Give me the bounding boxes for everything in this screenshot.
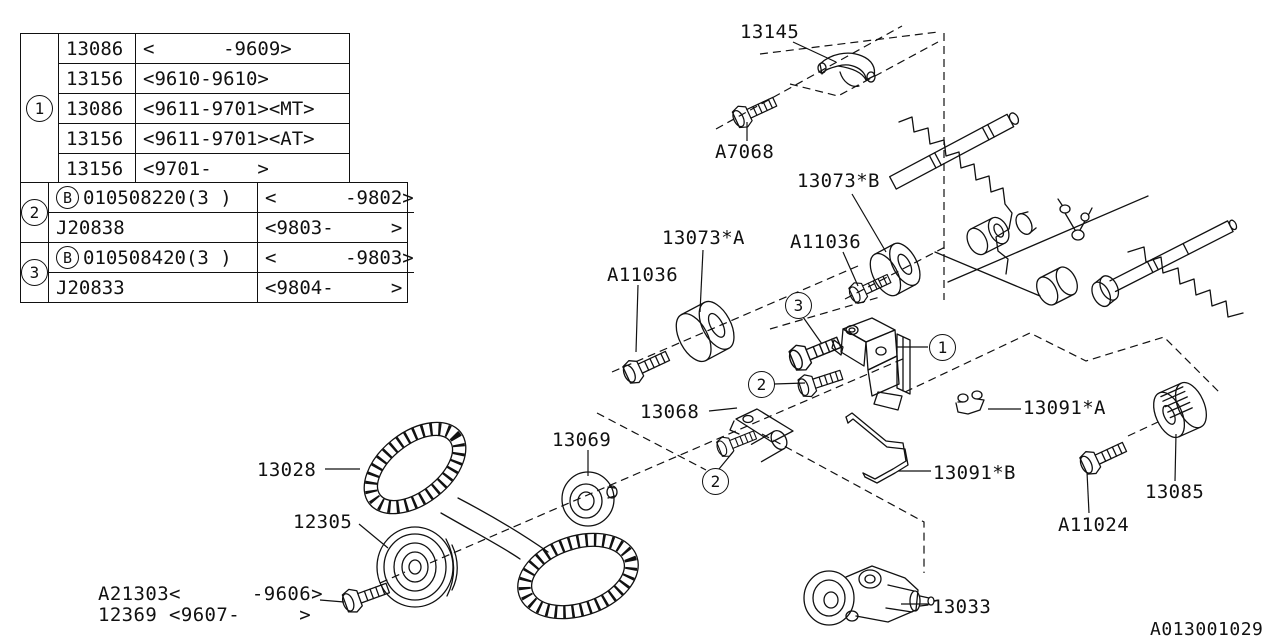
- bolt-a11036-left: [619, 344, 674, 388]
- bolt-callout2-lower: [713, 424, 760, 460]
- belt-cover-bracket: [831, 317, 911, 411]
- table-row: 13086 <9611-9701><MT>: [59, 94, 349, 124]
- circled-b-mark: B: [56, 246, 79, 269]
- cam-sprocket-13085: [1153, 381, 1207, 439]
- roller-13073b: [869, 242, 921, 297]
- callout-3-badge: 3: [21, 259, 48, 286]
- applicability-range: < -9609>: [143, 37, 292, 60]
- label-13073b: 13073*B: [797, 170, 880, 192]
- label-13091b: 13091*B: [933, 462, 1016, 484]
- applicability-range: < -9802>: [265, 186, 414, 209]
- circled-b-mark: B: [56, 186, 79, 209]
- bolt-a21303-12369: [338, 576, 393, 617]
- crank-pulley-12305: [376, 526, 458, 608]
- label-13091a: 13091*A: [1023, 397, 1106, 419]
- label-12305: 12305: [293, 511, 353, 533]
- label-a11024: A11024: [1058, 514, 1130, 536]
- applicability-range: <9803- >: [265, 216, 403, 239]
- label-13069: 13069: [552, 429, 612, 451]
- label-13068: 13068: [640, 401, 700, 423]
- callout-2-badge: 2: [21, 199, 48, 226]
- belt-tensioner-13033: [803, 565, 935, 626]
- valve-lifters: [966, 211, 1078, 306]
- camshaft-upper: [889, 112, 1020, 190]
- callout-1-badge: 1: [26, 95, 53, 122]
- applicability-range: <9611-9701><MT>: [143, 97, 315, 120]
- label-12369: 12369 <9607- >: [98, 604, 312, 626]
- timing-belt-13028: [363, 421, 639, 620]
- table-row: J20838 <9803- >: [49, 213, 414, 242]
- part-code-text: 010508220(3 ): [83, 186, 232, 209]
- table-row: J20833 <9804- >: [49, 273, 414, 302]
- group3-callout-cell: 3: [21, 243, 49, 302]
- table-row: 13156 <9701- >: [59, 154, 349, 183]
- bolt-a11024: [1076, 435, 1131, 479]
- part-number: 13086: [59, 94, 136, 123]
- applicability-range: <9610-9610>: [143, 67, 269, 90]
- label-a21303: A21303< -9606>: [98, 583, 323, 605]
- applicability-range: <9611-9701><AT>: [143, 127, 315, 150]
- tensioner-bracket-13068: [729, 408, 794, 463]
- bracket-13091b: [845, 412, 909, 484]
- small-keepers: [1057, 198, 1093, 241]
- idler-pulley-13069: [561, 471, 618, 527]
- label-13085: 13085: [1145, 481, 1205, 503]
- clip-13145: [817, 52, 876, 88]
- part-code: J20838: [49, 213, 258, 242]
- group2-callout-cell: 2: [21, 183, 49, 242]
- label-13073a: 13073*A: [662, 227, 745, 249]
- applicability-range: < -9803>: [265, 246, 414, 269]
- part-number: 13086: [59, 34, 136, 63]
- applicability-range: <9701- >: [143, 157, 269, 180]
- diagram-callout-2a: 2: [748, 371, 775, 398]
- roller-13073a: [675, 300, 735, 363]
- label-a11036-right: A11036: [790, 231, 862, 253]
- part-number: 13156: [59, 124, 136, 153]
- engine-block-outline: [898, 116, 1244, 318]
- label-a11036-left: A11036: [607, 264, 679, 286]
- diagram-callout-3: 3: [785, 292, 812, 319]
- part-number: 13156: [59, 64, 136, 93]
- label-13033: 13033: [932, 596, 992, 618]
- diagram-callout-2b: 2: [702, 468, 729, 495]
- table-row: 13156 <9610-9610>: [59, 64, 349, 94]
- applicability-range: <9804- >: [265, 276, 403, 299]
- table-group-1: 1 13086 < -9609> 13156 <9610-9610> 13086…: [20, 33, 350, 184]
- clip-13091a: [955, 390, 985, 415]
- label-13028: 13028: [257, 459, 317, 481]
- part-code-text: 010508420(3 ): [83, 246, 232, 269]
- part-number: 13156: [59, 154, 136, 183]
- camshaft-lower: [1091, 219, 1238, 308]
- table-row: 13086 < -9609>: [59, 34, 349, 64]
- part-code: J20833: [49, 273, 258, 302]
- bolt-a7068: [728, 90, 781, 132]
- label-a7068: A7068: [715, 141, 775, 163]
- drawing-number: A013001029: [1150, 619, 1264, 640]
- group1-callout-cell: 1: [21, 34, 59, 183]
- bolt-callout3: [785, 329, 845, 375]
- leader-lines: [319, 41, 1177, 605]
- label-13145: 13145: [740, 21, 800, 43]
- table-row: 13156 <9611-9701><AT>: [59, 124, 349, 154]
- diagram-callout-1: 1: [929, 334, 956, 361]
